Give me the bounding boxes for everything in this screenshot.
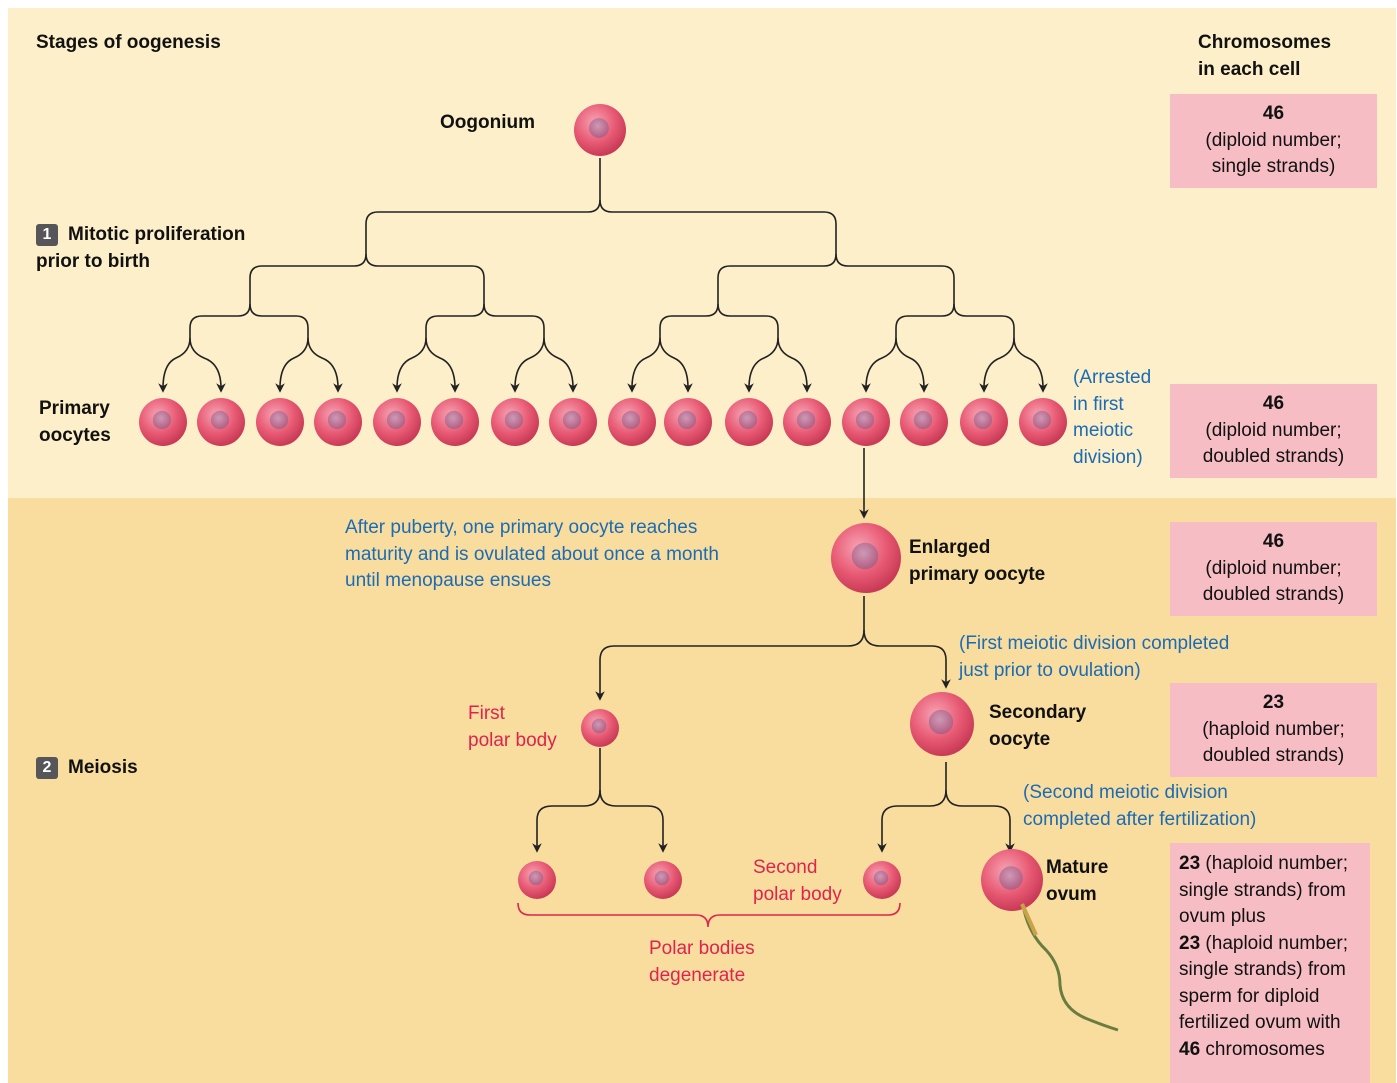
second-polar-body-cell <box>863 861 901 899</box>
lineage-line <box>599 199 837 225</box>
primary-oocyte-cell <box>960 398 1008 446</box>
chrom-box-oogonium: 46 (diploid number; single strands) <box>1170 94 1377 188</box>
lineage-line <box>599 789 668 853</box>
lineage-line <box>717 224 837 279</box>
primary-oocyte-cell <box>664 398 712 446</box>
chrom-box-enlarged: 46 (diploid number; doubled strands) <box>1170 522 1377 616</box>
first-polar-body-cell <box>581 709 619 747</box>
step-2-badge: 2 <box>36 757 58 779</box>
lineage-line <box>392 328 427 393</box>
lineage-line <box>595 596 865 701</box>
lineage-line <box>877 762 947 853</box>
lineage-line <box>777 337 812 393</box>
stages-title: Stages of oogenesis <box>36 32 221 53</box>
enlarged-primary-oocyte-label: Enlarged primary oocyte <box>909 537 1046 585</box>
primary-oocyte-cell <box>139 398 187 446</box>
polar-bodies-degenerate-note: Polar bodies degenerate <box>649 938 755 986</box>
secondary-oocyte-label: Secondary oocyte <box>989 702 1087 750</box>
lineage-line <box>307 337 343 393</box>
primary-oocyte-cell <box>491 398 539 446</box>
cells-layer <box>139 104 1067 911</box>
first-division-note: (First meiotic division completed just p… <box>959 633 1230 681</box>
lineage-line <box>365 158 601 225</box>
lineage-line <box>659 337 693 393</box>
lineage-line <box>275 328 309 393</box>
lineage-line <box>717 303 779 329</box>
lineage-line <box>895 337 929 393</box>
lineage-line <box>953 303 1015 329</box>
sperm-tail <box>1022 909 1119 1032</box>
lineage-line <box>863 629 951 689</box>
oogonium-cell <box>574 104 626 156</box>
postnatal-band <box>8 498 1396 1083</box>
lineage-lines <box>158 158 1048 853</box>
lineage-line <box>249 224 367 279</box>
lineage-line <box>425 337 460 393</box>
chromosomes-title: Chromosomes in each cell <box>1198 32 1332 80</box>
chrom-box-mature-ovum: 23 (haploid number; single strands) from… <box>1170 843 1370 1083</box>
arrested-note: (Arrested in first meiotic division) <box>1073 367 1152 468</box>
lineage-line <box>189 337 226 393</box>
primary-oocytes-label: Primary oocytes <box>39 398 111 446</box>
primary-oocyte-cell <box>725 398 773 446</box>
primary-oocyte-cell <box>314 398 362 446</box>
polar-bodies-brace <box>517 902 901 928</box>
polar-body-cell <box>644 861 682 899</box>
oogonium-label: Oogonium <box>440 112 535 133</box>
lineage-line <box>945 789 1015 853</box>
lineage-line <box>532 748 601 853</box>
lineage-line <box>249 303 309 329</box>
primary-oocyte-cell <box>783 398 831 446</box>
step-1-badge: 1 <box>36 224 58 246</box>
lineage-line <box>659 296 719 329</box>
puberty-note: After puberty, one primary oocyte reache… <box>345 517 719 591</box>
primary-oocyte-cell <box>549 398 597 446</box>
mature-ovum-label: Mature ovum <box>1046 857 1109 905</box>
mature-ovum-cell <box>981 849 1043 911</box>
lineage-line <box>158 328 191 393</box>
primary-oocyte-cell <box>431 398 479 446</box>
lineage-line <box>627 328 661 393</box>
lineage-line <box>979 328 1015 393</box>
second-polar-body-label: Second polar body <box>753 857 842 905</box>
sperm-midpiece <box>1020 903 1038 936</box>
primary-oocyte-cell <box>608 398 656 446</box>
lineage-line <box>895 296 955 329</box>
chrom-box-secondary: 23 (haploid number; doubled strands) <box>1170 683 1377 777</box>
lineage-line <box>835 253 955 279</box>
lineage-line <box>861 328 897 393</box>
primary-oocyte-cell <box>1019 398 1067 446</box>
primary-oocyte-cell <box>373 398 421 446</box>
chrom-box-primary: 46 (diploid number; doubled strands) <box>1170 384 1377 478</box>
first-polar-body-label: First polar body <box>468 703 557 751</box>
enlarged-primary-oocyte-cell <box>831 523 901 593</box>
lineage-line <box>510 328 545 393</box>
lineage-line <box>425 296 485 329</box>
lineage-line <box>365 253 485 279</box>
second-division-note: (Second meiotic division completed after… <box>1023 782 1257 830</box>
lineage-line <box>189 296 251 329</box>
lineage-line <box>543 337 578 393</box>
primary-oocyte-cell <box>842 398 890 446</box>
primary-oocyte-cell <box>197 398 245 446</box>
primary-oocyte-cell <box>256 398 304 446</box>
lineage-line <box>744 328 779 393</box>
lineage-line <box>1013 337 1048 393</box>
primary-oocyte-cell <box>900 398 948 446</box>
lineage-line <box>483 303 545 329</box>
secondary-oocyte-cell <box>910 692 974 756</box>
polar-body-cell <box>518 861 556 899</box>
